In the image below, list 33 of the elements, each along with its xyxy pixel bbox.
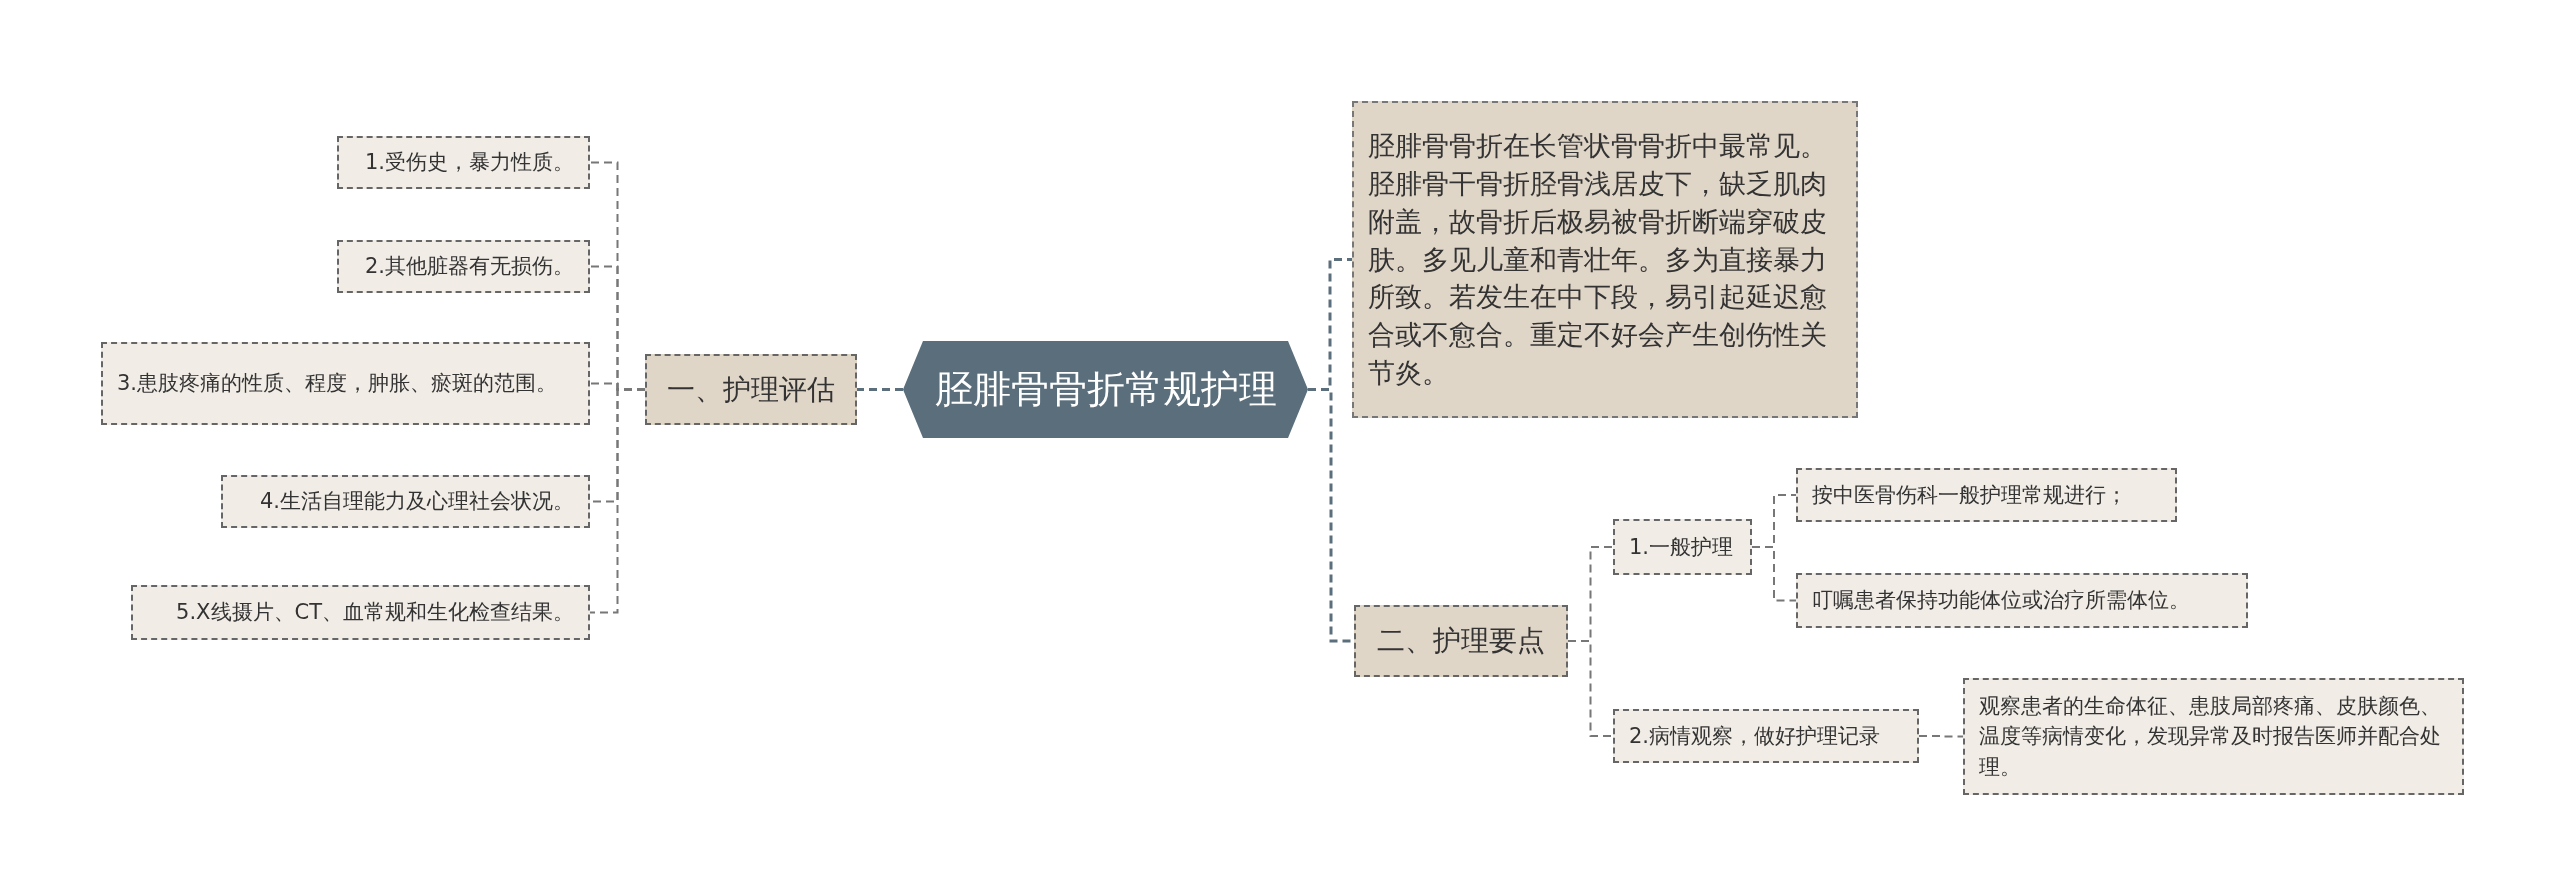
subtopic-box	[221, 475, 590, 528]
description-box	[1352, 101, 1858, 418]
topic-text: 1.受伤史，暴力性质。	[364, 149, 574, 177]
topic-text: 5.X线摄片、CT、血常规和生化检查结果。	[176, 599, 574, 627]
subtopic-box	[1963, 678, 2464, 795]
subtopic-box	[1613, 519, 1752, 575]
subtopic-box	[1796, 468, 2177, 522]
connector-line	[1308, 388, 1354, 643]
topic-text: 胫腓骨骨折在长管状骨骨折中最常见。胫腓骨干骨折胫骨浅居皮下，缺乏肌肉附盖，故骨折后极易被骨折断端穿破皮肤。多见儿童和青壮年。多为直接暴力所致。若发生在中下段，易引起延迟愈合或不愈合。重定不好会产生创伤性关节炎。	[1368, 129, 1828, 390]
topic-text: 4.生活自理能力及心理社会状况。	[259, 488, 574, 516]
connector-line	[857, 388, 903, 391]
topic-text: 1.一般护理	[1629, 533, 1734, 561]
topic-text: 3.患肢疼痛的性质、程度，肿胀、瘀斑的范围。	[117, 370, 558, 398]
topic-text: 叮嘱患者保持功能体位或治疗所需体位。	[1812, 587, 2190, 615]
topic-text: 二、护理要点	[1377, 623, 1545, 659]
subtopic-box	[131, 585, 590, 640]
subtopic-box	[1796, 573, 2248, 628]
subtopic-box	[337, 136, 590, 189]
subtopic-box	[1613, 709, 1919, 763]
subtopic-box	[337, 240, 590, 293]
branch-topic	[1354, 605, 1568, 677]
topic-text: 按中医骨伤科一般护理常规进行；	[1812, 481, 2127, 509]
connector-line	[1918, 735, 1964, 738]
connector-line	[589, 388, 646, 614]
branch-topic	[645, 354, 857, 425]
topic-text: 2.其他脏器有无损伤。	[364, 253, 574, 281]
topic-text: 胫腓骨骨折常规护理	[934, 366, 1277, 413]
connector-line	[1567, 640, 1614, 737]
topic-text: 一、护理评估	[667, 371, 835, 408]
topic-text: 观察患者的生命体征、患肢局部疼痛、皮肤颜色、温度等病情变化，发现异常及时报告医师并配合处理。	[1979, 692, 2442, 781]
subtopic-box	[101, 342, 590, 425]
connector-line	[1751, 546, 1797, 602]
topic-text: 2.病情观察，做好护理记录	[1629, 722, 1881, 750]
